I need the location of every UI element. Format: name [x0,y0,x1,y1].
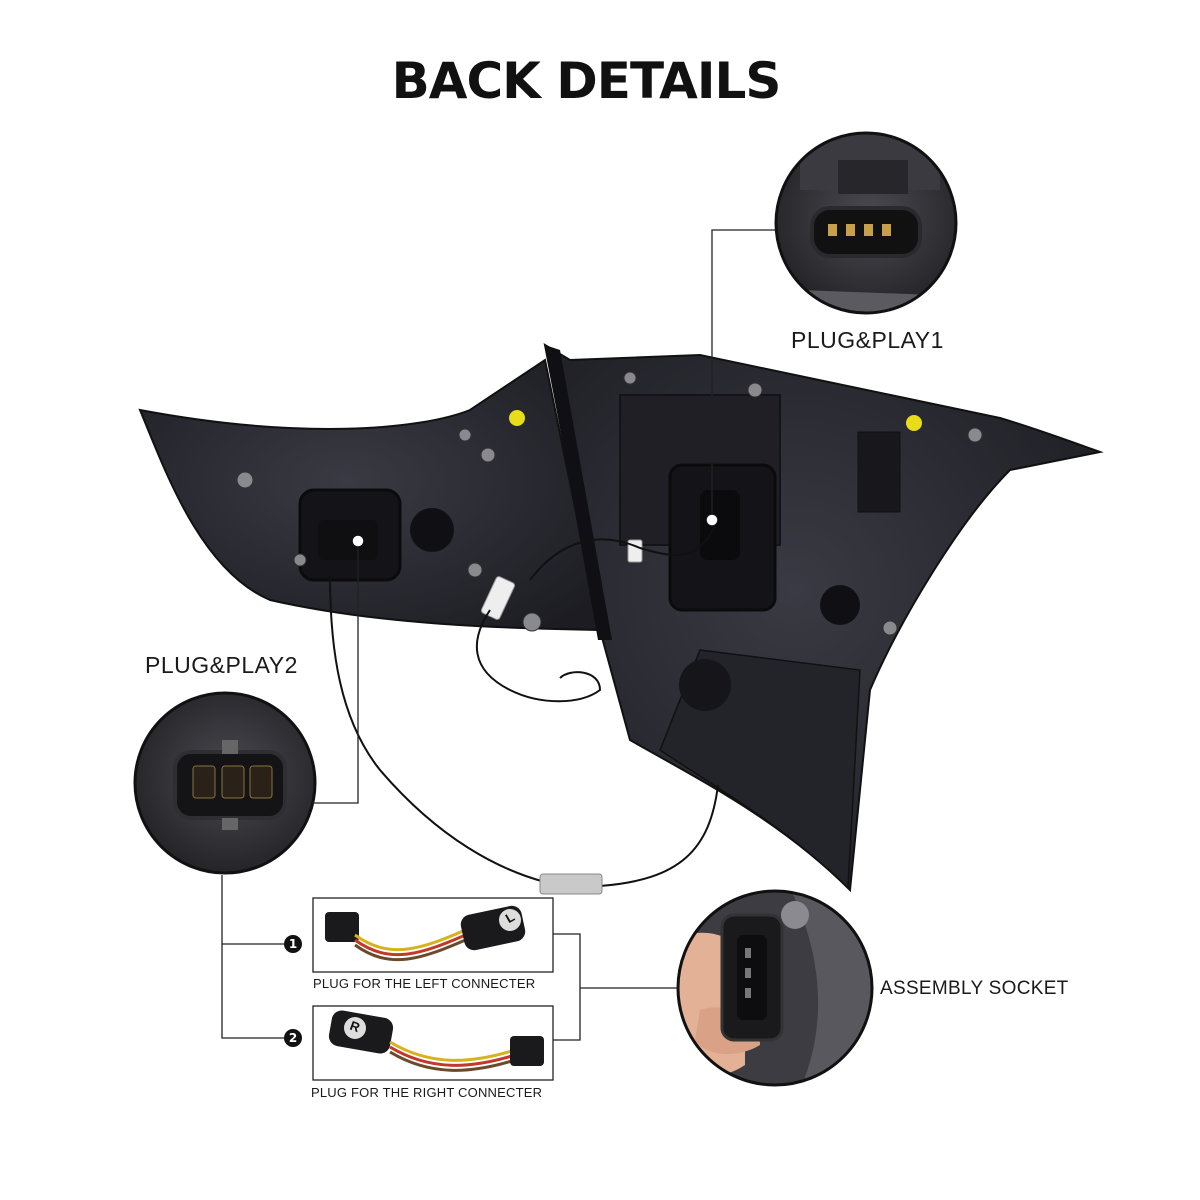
page-title: BACK DETAILS [391,52,782,110]
adapter-number-badge-2: 2 [284,1029,302,1047]
harness-wire [329,574,546,883]
harness-wire [529,519,719,581]
housing-ridge [545,345,612,640]
leader-line-socket-bracket [553,933,581,1041]
wire-clip [480,576,516,620]
bolt [480,447,496,463]
zoom-assembly-socket [676,889,874,1087]
adapter-box-left [312,897,554,973]
yellow-marker-dot [906,415,922,431]
leader-line-plug-play-1 [711,229,776,518]
leader-line-adapter-bracket [221,875,284,1039]
adapter-box-right [312,1005,554,1081]
bolt [882,620,898,636]
right-socket-mouth [700,490,740,560]
harness-wire [476,609,602,703]
bolt [967,427,983,443]
zoom-plug-play-2 [133,691,317,875]
bolt [467,562,483,578]
label-assembly-socket: ASSEMBLY SOCKET [880,978,1069,999]
yellow-marker-dot [509,410,525,426]
callout-dot-plug-play-2 [351,534,365,548]
leader-lines [221,229,776,1041]
housing-inner-slot [857,431,901,513]
bolt [522,612,542,632]
adapter-number-badge-1: 1 [284,935,302,953]
bolt [293,553,307,567]
label-plug-play-2: PLUG&PLAY2 [145,652,298,678]
left-socket-mouth [318,520,378,560]
housing-port [820,585,860,625]
bolt [623,371,637,385]
housing-port [410,508,454,552]
housing-port [679,659,731,711]
callout-dot-plug-play-1 [705,513,719,527]
leader-line-plug-play-2 [312,541,359,804]
tail-light-housing [138,342,1104,893]
inline-wire-connector [539,873,603,895]
zoom-plug-play-1 [774,131,958,315]
caption-left-adapter: PLUG FOR THE LEFT CONNECTER [313,976,536,991]
harness-wires [329,519,719,887]
bolt [236,471,254,489]
label-plug-play-1: PLUG&PLAY1 [791,327,944,353]
harness-wire [599,784,719,887]
bolt [458,428,472,442]
bolt [747,382,763,398]
caption-right-adapter: PLUG FOR THE RIGHT CONNECTER [311,1085,543,1100]
mounting-bolts [236,371,983,636]
